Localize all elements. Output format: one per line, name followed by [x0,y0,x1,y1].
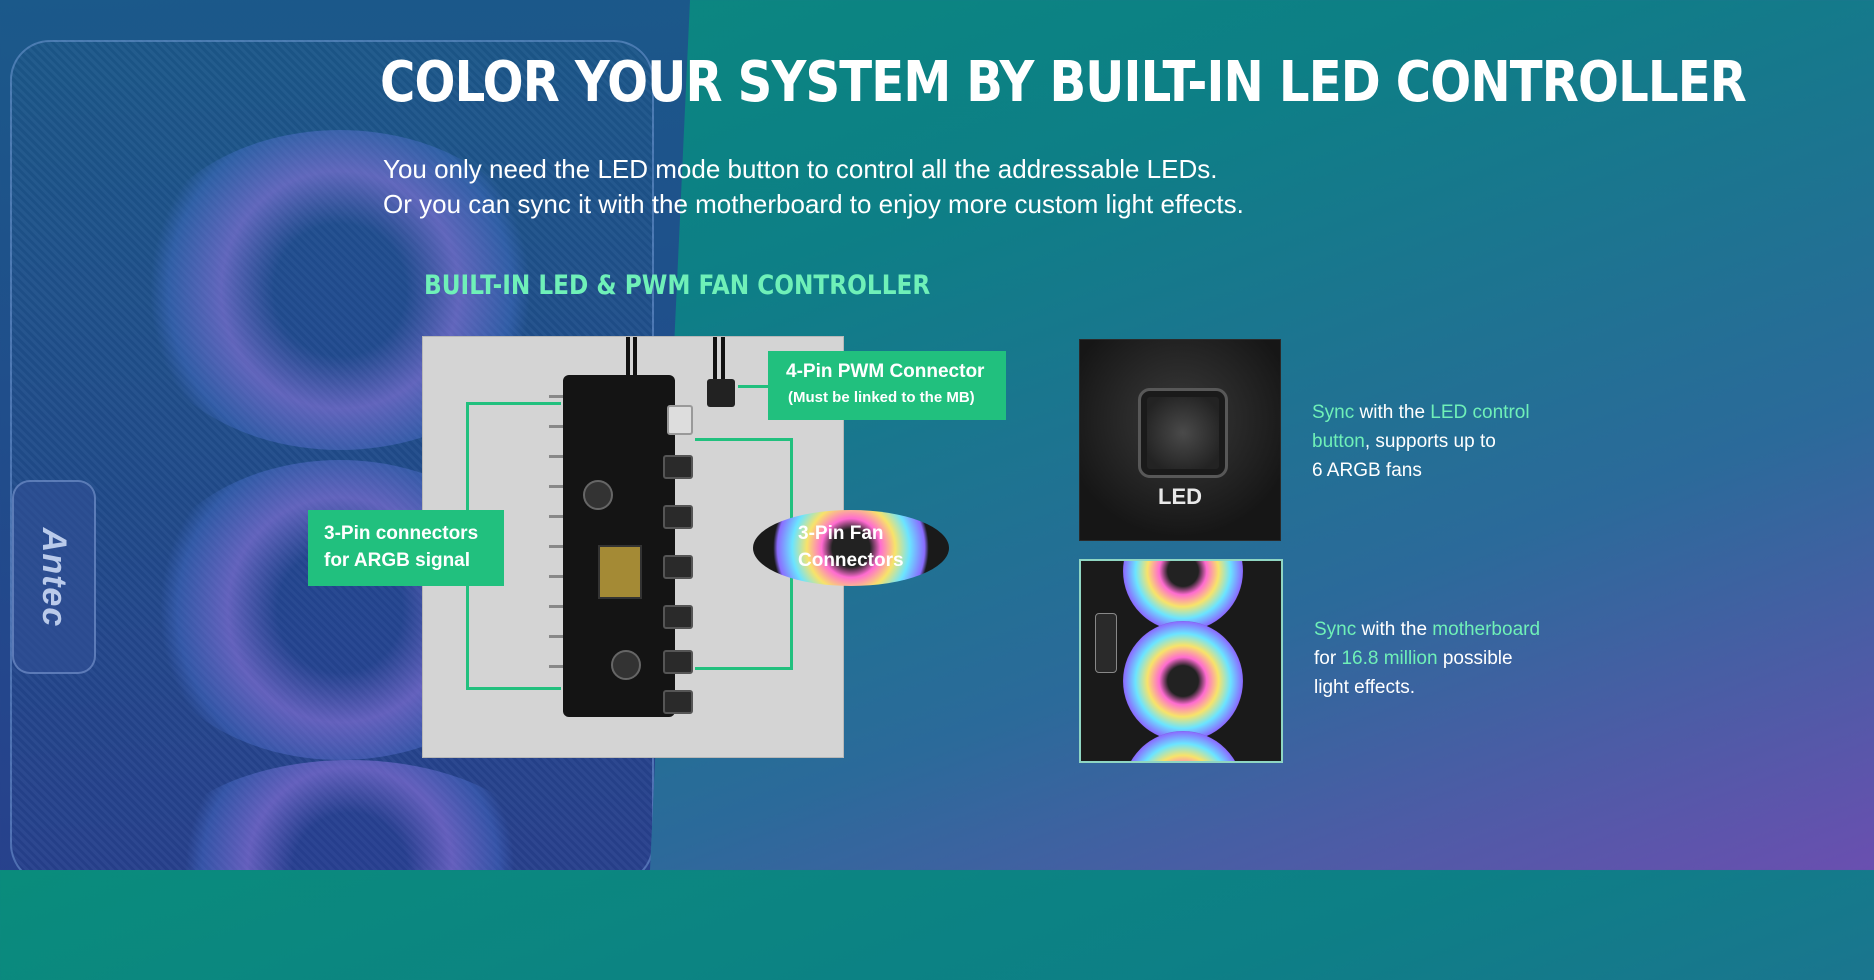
desc1-supports: , supports up to [1364,431,1496,452]
fan-callout-line-2: Connectors [798,550,904,571]
rgb-fan-icon [1123,731,1243,761]
pwm-connector-callout: 4-Pin PWM Connector (Must be linked to t… [768,351,1006,420]
desc2-million: 16.8 million [1341,648,1438,669]
desc1-fans: 6 ARGB fans [1312,460,1422,481]
desc2-for: for [1314,648,1342,669]
motherboard-sync-description: Sync with the motherboard for 16.8 milli… [1314,615,1540,702]
fan-line-top [695,438,793,441]
pwm-callout-note: (Must be linked to the MB) [788,389,975,406]
argb-line-top [466,402,561,405]
page-subtitle: You only need the LED mode button to con… [383,152,1244,222]
desc2-effects: light effects. [1314,677,1416,698]
case-logo-text: Antec [35,527,74,627]
board-cable-1 [626,337,630,382]
fan-line-bottom [695,667,793,670]
led-button-label: LED [1158,484,1202,509]
subtitle-line-1: You only need the LED mode button to con… [383,154,1218,184]
pwm-line [738,385,770,388]
section-title: BUILT-IN LED & PWM FAN CONTROLLER [424,270,931,301]
desc2-possible: possible [1437,648,1513,669]
board-cable-2 [633,337,637,382]
fan-glow-bottom [150,760,550,870]
desc2-motherboard: motherboard [1432,619,1541,640]
case-front-logo-icon [1095,613,1117,673]
desc1-button: button [1312,431,1365,452]
page-title: COLOR YOUR SYSTEM BY BUILT-IN LED CONTRO… [380,50,1747,115]
desc2-with: with the [1356,619,1433,640]
led-button-photo: LED [1079,339,1281,541]
desc2-sync: Sync [1314,619,1357,640]
argb-line-bottom [466,687,561,690]
subtitle-line-2: Or you can sync it with the motherboard … [383,189,1244,219]
fan-connectors-callout: 3-Pin Fan Connectors [753,510,949,586]
pcb-board [549,375,693,717]
case-logo-badge: Antec [12,480,96,674]
argb-callout-line-1: 3-Pin connectors [324,523,479,544]
rgb-fans-photo [1079,559,1283,763]
fan-callout-line-1: 3-Pin Fan [798,523,884,544]
pwm-connector-cable [707,337,735,407]
led-mode-button-icon [1138,388,1228,478]
rgb-fan-icon [1123,621,1243,741]
pwm-callout-title: 4-Pin PWM Connector [786,361,985,382]
desc1-with: with the [1354,402,1431,423]
led-sync-description: Sync with the LED control button, suppor… [1312,398,1530,485]
argb-callout-line-2: for ARGB signal [324,550,471,571]
pcb-chip [598,545,642,599]
desc1-sync: Sync [1312,402,1355,423]
argb-connectors-callout: 3-Pin connectors for ARGB signal [308,510,504,586]
desc1-led-control: LED control [1430,402,1530,423]
